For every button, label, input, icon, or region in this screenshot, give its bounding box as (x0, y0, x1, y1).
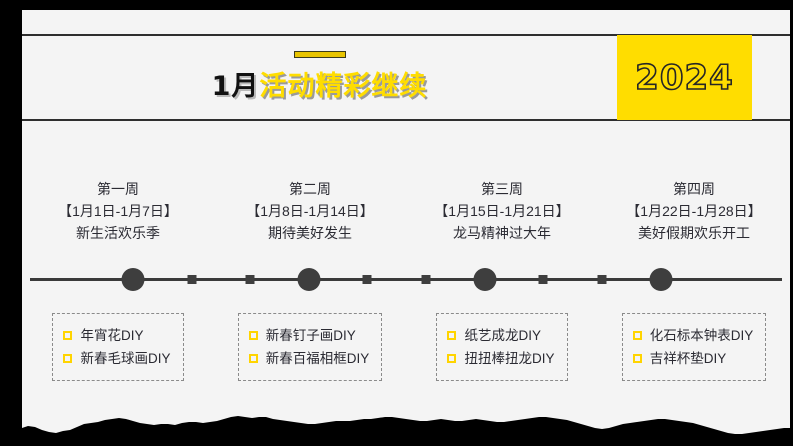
activity-box-week-2: 新春钉子画DIY 新春百福相框DIY (237, 313, 383, 381)
activity-box-cell-1: 年宵花DIY 新春毛球画DIY (22, 313, 214, 385)
week-column-2: 第二周 【1月8日-1月14日】 期待美好发生 (214, 178, 406, 258)
header-top-divider (22, 34, 790, 36)
torn-paper-edge (22, 416, 790, 446)
week-date-range: 【1月15日-1月21日】 (434, 203, 570, 219)
activity-label: 纸艺成龙DIY (464, 327, 541, 343)
year-badge-label: 2024 (634, 57, 734, 99)
header-bottom-divider (22, 119, 790, 121)
activity-label: 新春毛球画DIY (80, 350, 171, 366)
activity-label: 化石标本钟表DIY (649, 327, 754, 343)
week-theme: 龙马精神过大年 (453, 225, 551, 241)
square-bullet-icon (447, 354, 457, 363)
timeline-tick-2 (245, 275, 255, 284)
week-date-range: 【1月22日-1月28日】 (626, 203, 762, 219)
timeline-line (30, 278, 782, 281)
year-badge: 2024 (617, 35, 752, 120)
activity-item: 扭扭棒扭龙DIY (447, 350, 555, 367)
week-date-range: 【1月8日-1月14日】 (246, 203, 374, 219)
title-block: 1月活动精彩继续 (22, 44, 617, 114)
activity-box-week-3: 纸艺成龙DIY 扭扭棒扭龙DIY (436, 313, 568, 381)
activity-item: 新春钉子画DIY (248, 327, 370, 344)
week-column-1: 第一周 【1月1日-1月7日】 新生活欢乐季 (22, 178, 214, 258)
week-name: 第一周 (97, 181, 139, 197)
activity-box-week-4: 化石标本钟表DIY 吉祥杯垫DIY (621, 313, 767, 381)
activity-box-cell-4: 化石标本钟表DIY 吉祥杯垫DIY (598, 313, 790, 385)
activity-box-week-1: 年宵花DIY 新春毛球画DIY (52, 313, 184, 381)
activity-item: 化石标本钟表DIY (632, 327, 754, 344)
week-name: 第三周 (481, 181, 523, 197)
title-ornament-bar (293, 51, 346, 58)
week-column-4: 第四周 【1月22日-1月28日】 美好假期欢乐开工 (598, 178, 790, 258)
timeline (22, 268, 790, 292)
timeline-marker-week-2 (297, 268, 321, 291)
timeline-tick-5 (538, 275, 548, 284)
square-bullet-icon (248, 354, 258, 363)
timeline-tick-6 (597, 275, 607, 284)
poster-card: 1月活动精彩继续 2024 第一周 【1月1日-1月7日】 新生活欢乐季 第二周… (22, 10, 790, 446)
page-title: 1月活动精彩继续 (22, 64, 617, 103)
square-bullet-icon (447, 331, 457, 340)
activity-item: 新春毛球画DIY (63, 350, 171, 367)
title-month: 1月 (211, 71, 260, 102)
week-theme: 新生活欢乐季 (76, 225, 160, 241)
square-bullet-icon (63, 331, 73, 340)
activity-box-cell-3: 纸艺成龙DIY 扭扭棒扭龙DIY (406, 313, 598, 385)
activity-boxes-row: 年宵花DIY 新春毛球画DIY 新春钉子画DIY 新春 (22, 313, 790, 385)
timeline-tick-3 (362, 275, 372, 284)
activity-box-cell-2: 新春钉子画DIY 新春百福相框DIY (214, 313, 406, 385)
square-bullet-icon (63, 354, 73, 363)
weeks-row: 第一周 【1月1日-1月7日】 新生活欢乐季 第二周 【1月8日-1月14日】 … (22, 178, 790, 258)
square-bullet-icon (632, 354, 642, 363)
timeline-marker-week-4 (649, 268, 673, 291)
timeline-tick-4 (421, 275, 431, 284)
activity-label: 新春钉子画DIY (265, 327, 356, 343)
week-theme: 美好假期欢乐开工 (638, 225, 750, 241)
square-bullet-icon (248, 331, 258, 340)
activity-item: 纸艺成龙DIY (447, 328, 554, 344)
timeline-tick-1 (187, 275, 197, 284)
activity-item: 吉祥杯垫DIY (632, 350, 754, 367)
week-name: 第四周 (673, 181, 715, 197)
timeline-marker-week-3 (473, 268, 497, 291)
week-name: 第二周 (289, 181, 331, 197)
activity-item: 年宵花DIY (63, 328, 170, 344)
activity-label: 新春百福相框DIY (265, 350, 370, 366)
week-theme: 期待美好发生 (268, 225, 352, 241)
week-date-range: 【1月1日-1月7日】 (58, 203, 178, 219)
activity-label: 年宵花DIY (80, 327, 144, 343)
square-bullet-icon (632, 331, 642, 340)
title-slogan: 活动精彩继续 (259, 71, 428, 102)
timeline-marker-week-1 (121, 268, 145, 291)
week-column-3: 第三周 【1月15日-1月21日】 龙马精神过大年 (406, 178, 598, 258)
activity-item: 新春百福相框DIY (248, 350, 370, 367)
activity-label: 吉祥杯垫DIY (649, 350, 727, 366)
activity-label: 扭扭棒扭龙DIY (464, 350, 555, 366)
